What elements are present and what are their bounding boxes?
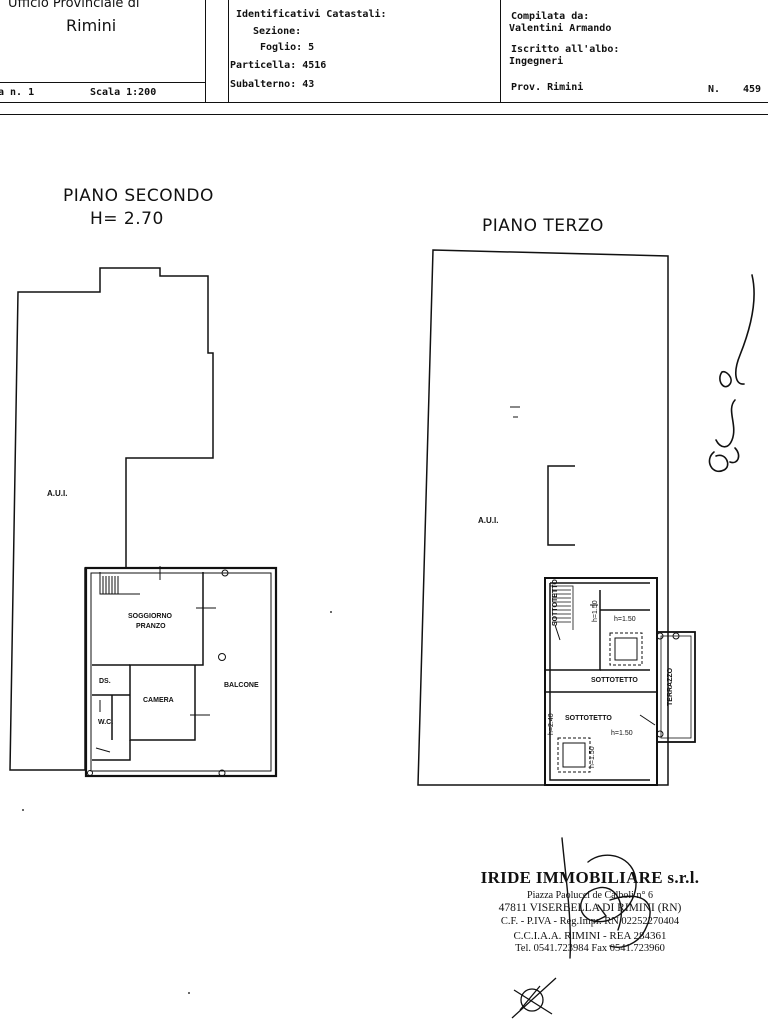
- room-ds: DS.: [99, 678, 111, 685]
- height-label-2: h=1.50: [611, 730, 633, 737]
- header-bottom-rule: [0, 102, 768, 103]
- cadastral-title: Identificativi Catastali:: [236, 9, 387, 20]
- floor2-title: PIANO SECONDO: [63, 186, 214, 206]
- stamp-phone: Tel. 0541.723984 Fax 0541.723960: [515, 943, 665, 954]
- floor2-height: H= 2.70: [90, 209, 164, 229]
- compiled-by-label: Compilata da:: [511, 11, 590, 22]
- number-label: N.: [708, 84, 721, 95]
- floor2-unit: [84, 566, 278, 778]
- scale-label: Scala 1:200: [90, 87, 157, 98]
- room-balcone: BALCONE: [224, 682, 259, 689]
- stamp-address: Piazza Paolucci de Calboli n° 6: [527, 890, 653, 901]
- height-label-3: h=1.50: [592, 600, 599, 622]
- room-wc: W.C.: [98, 719, 114, 726]
- room-soggiorno: SOGGIORNO: [128, 613, 172, 620]
- floor3-aui-label: A.U.I.: [478, 516, 499, 525]
- sheet-number: a n. 1: [0, 87, 35, 98]
- height-label-4: h=1.50: [589, 746, 596, 768]
- province-field: Prov. Rimini: [511, 82, 584, 93]
- floor3-title: PIANO TERZO: [482, 216, 604, 236]
- stamp-company: IRIDE IMMOBILIARE s.r.l.: [480, 868, 700, 887]
- side-signature: [708, 274, 755, 473]
- room-sottotetto-1: SOTTOTETTO: [552, 579, 559, 626]
- floor2-aui-outline: [9, 267, 214, 771]
- floor3-aui-outline: [417, 249, 669, 786]
- stamp-city: 47811 VISERBELLA DI RIMINI (RN): [498, 902, 682, 914]
- number-value: 459: [743, 84, 762, 95]
- floor3-unit: [544, 577, 696, 786]
- header-divider-3: [500, 0, 501, 102]
- bottom-seal-mark: [511, 977, 557, 1019]
- room-pranzo: PRANZO: [136, 623, 166, 630]
- register-value: Ingegneri: [509, 56, 564, 67]
- stamp-signature: [561, 837, 651, 959]
- scale-box-top-rule: [0, 82, 205, 83]
- room-camera: CAMERA: [143, 697, 174, 704]
- stamp-tax: C.F. - P.IVA - Reg.Impr. RN 02252270404: [500, 916, 680, 927]
- height-label-1: h=1.50: [614, 616, 636, 623]
- floor2-aui-label: A.U.I.: [47, 489, 68, 498]
- compiled-by-name: Valentini Armando: [509, 23, 612, 34]
- sezione-field: Sezione:: [253, 26, 302, 37]
- stamp-cciaa: C.C.I.A.A. RIMINI - REA 284361: [513, 930, 667, 942]
- header-lower-rule: [0, 114, 768, 115]
- room-terrazzo: TERRAZZO: [667, 667, 674, 706]
- particella-field: Particella: 4516: [230, 60, 327, 71]
- room-sottotetto-3: SOTTOTETTO: [565, 715, 612, 722]
- register-label: Iscritto all'albo:: [511, 44, 620, 55]
- office-city: Rimini: [66, 16, 117, 35]
- height-label-5: h=2.40: [548, 713, 555, 735]
- office-label: Ufficio Provinciale di: [8, 0, 140, 11]
- room-sottotetto-2: SOTTOTETTO: [591, 677, 638, 684]
- subalterno-field: Subalterno: 43: [230, 79, 315, 90]
- header-divider-2: [228, 0, 229, 102]
- header-divider-1: [205, 0, 206, 102]
- foglio-field: Foglio: 5: [260, 42, 315, 53]
